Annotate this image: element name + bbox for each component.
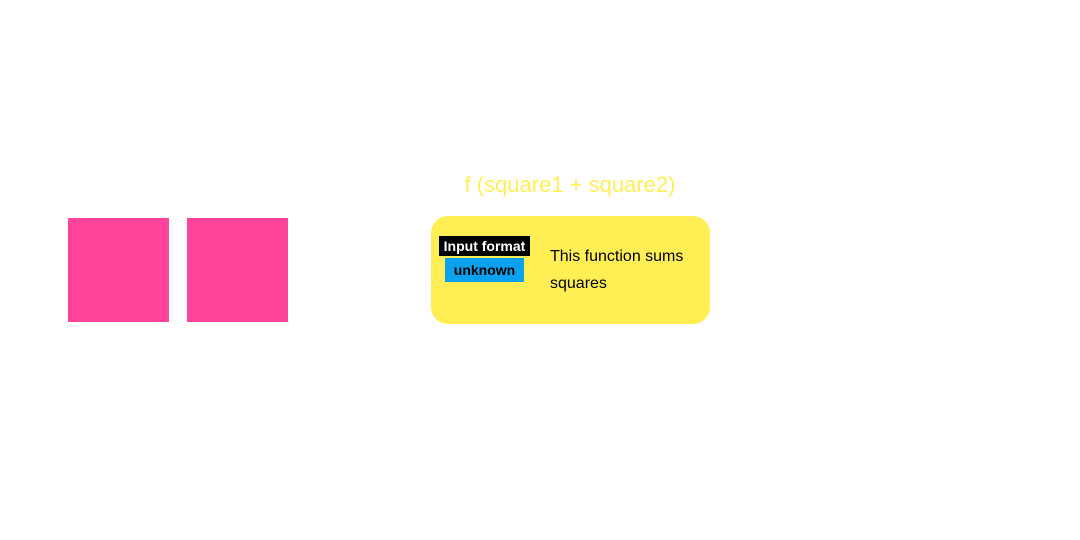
input-format-label: Input format: [439, 236, 530, 256]
function-card[interactable]: Input format unknown This function sums …: [431, 216, 710, 324]
function-description: This function sums squares: [550, 248, 684, 292]
function-title: f (square1 + square2): [464, 172, 676, 197]
input-format-badge: unknown: [445, 258, 524, 282]
square-1[interactable]: [68, 218, 169, 322]
square-2[interactable]: [187, 218, 288, 322]
